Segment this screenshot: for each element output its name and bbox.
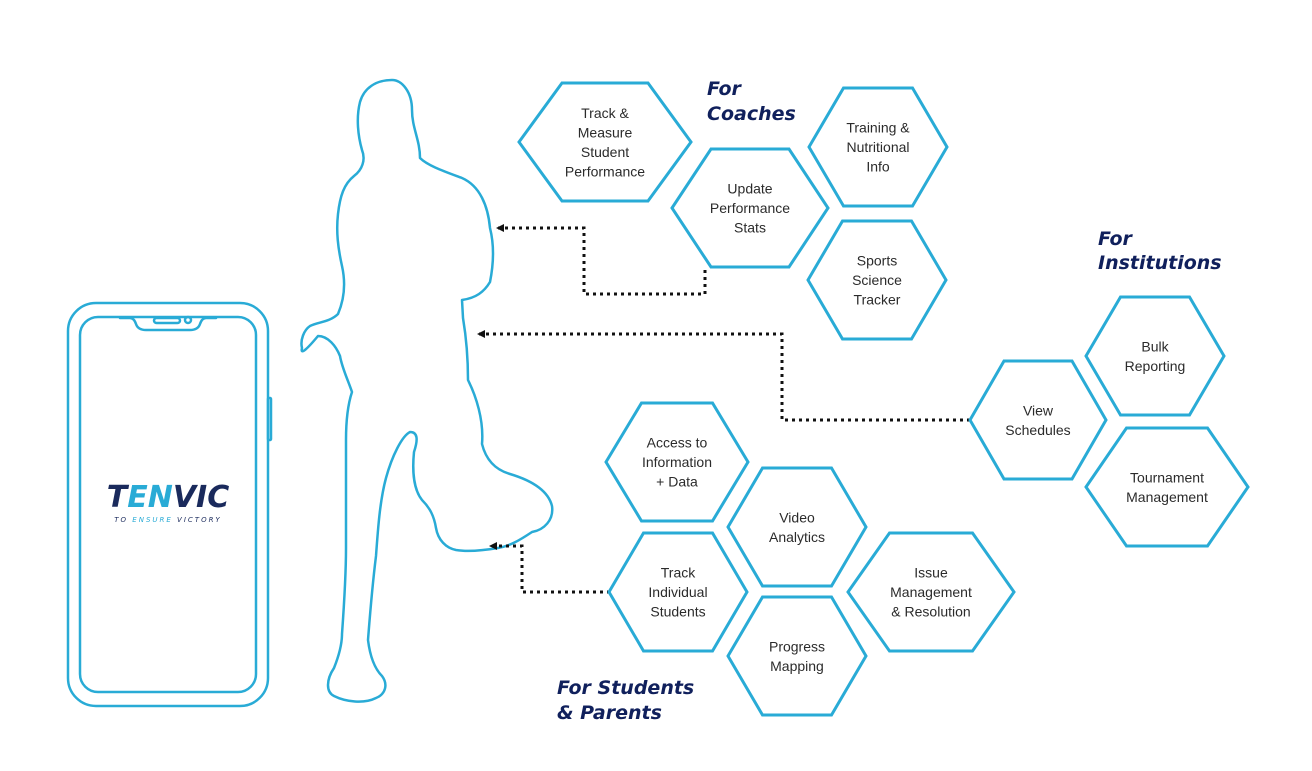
hexagon-shape [806, 219, 948, 341]
hexagon-label-line: Measure [578, 124, 633, 140]
hexagon-label-line: Student [581, 144, 629, 160]
hexagon-label-line: Individual [648, 584, 707, 600]
hexagon-label-line: Stats [734, 220, 766, 236]
hexagon-label-line: Update [727, 181, 772, 197]
hexagon-label-line: Performance [710, 200, 790, 216]
hexagon-label-line: Analytics [769, 529, 825, 545]
runner-silhouette [300, 78, 554, 703]
hexagon-shape [604, 401, 750, 523]
connector-students [489, 542, 610, 594]
phone-notch [118, 316, 218, 332]
hexagon-label-line: Mapping [770, 658, 824, 674]
hexagon-shape [726, 595, 868, 717]
hexagon-label-line: Track [661, 565, 696, 581]
logo-wordmark: TENVIC [107, 480, 229, 515]
hexagon-shape [726, 466, 868, 588]
hexagon-label-line: Schedules [1005, 422, 1070, 438]
group-title-institutions: For Institutions [1098, 228, 1222, 274]
phone-camera [183, 315, 193, 325]
group-title-students: For Students & Parents [557, 677, 701, 724]
hexagon-label-line: Tournament [1130, 469, 1204, 485]
hexagon-label-line: Science [852, 272, 902, 288]
phone-outer-frame [66, 301, 270, 708]
hexagon-label-line: Info [866, 159, 890, 175]
phone-speaker [152, 316, 182, 325]
connector-coaches [496, 224, 707, 296]
hexagon-label-line: Issue [914, 565, 948, 581]
hexagon-label: Access to Information + Data [642, 435, 712, 490]
logo-tagline: TO ENSURE VICTORY [114, 516, 221, 524]
hexagon-label-line: Sports [857, 253, 897, 269]
tenvic-logo: TENVIC TO ENSURE VICTORY [107, 480, 229, 524]
group-title-coaches: For Coaches [707, 78, 796, 125]
hexagon-access-information: Access to Information + Data [604, 401, 750, 523]
hexagon-shape [846, 531, 1016, 653]
connector-institutions [477, 330, 970, 422]
hexagon-shape [607, 531, 749, 653]
hexagon-label-line: Access to [647, 435, 708, 451]
hexagon-label-line: View [1023, 402, 1054, 418]
hexagon-shape [807, 86, 949, 208]
hexagon-label-line: Video [779, 509, 815, 525]
hexagon-label-line: Students [650, 604, 705, 620]
hexagon-label-line: + Data [656, 474, 698, 490]
hexagon-label-line: Nutritional [846, 139, 909, 155]
hexagon-label-line: Tracker [854, 292, 901, 308]
hexagon-label-line: Performance [565, 163, 645, 179]
phone-illustration [66, 301, 273, 708]
hexagon-label-line: Training & [846, 120, 910, 136]
hexagon-label-line: Reporting [1125, 358, 1186, 374]
hexagon-shape [670, 147, 830, 269]
hexagon-label-line: Information [642, 454, 712, 470]
hexagon-shape [1084, 295, 1226, 417]
hexagon-label-line: Track & [581, 105, 629, 121]
hexagon-label-line: Bulk [1141, 338, 1169, 354]
hexagon-shape [1084, 426, 1250, 548]
hexagon-shape [968, 359, 1108, 481]
hexagon-label-line: Management [890, 584, 972, 600]
phone-side-button [266, 396, 273, 442]
hexagon-label-line: Management [1126, 489, 1208, 505]
hexagon-label-line: & Resolution [891, 604, 970, 620]
hexagon-label-line: Progress [769, 638, 825, 654]
hexagon-shape [517, 81, 693, 203]
